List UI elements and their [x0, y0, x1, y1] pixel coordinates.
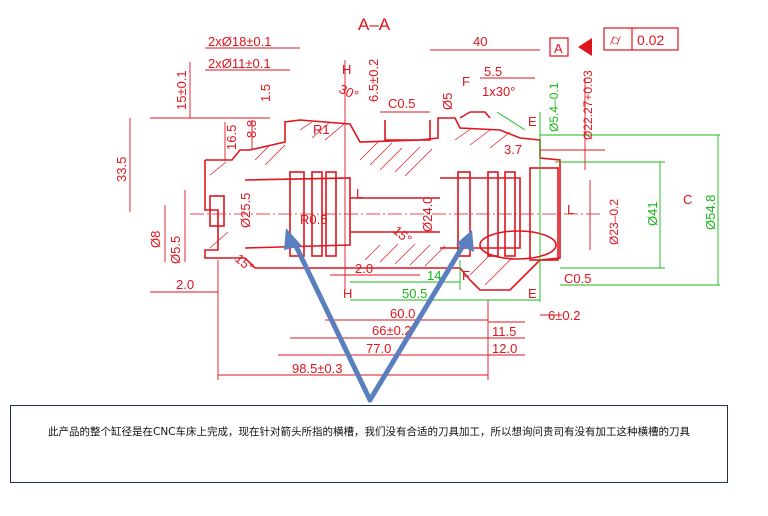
datum-label: A — [554, 41, 563, 56]
section-title: A–A — [358, 15, 391, 34]
label-d25-5: Ø25.5 — [238, 193, 253, 228]
label-8-8: 8.8 — [244, 120, 259, 138]
label-40: 40 — [473, 34, 487, 49]
dimension-labels-green: Ø5.4–0.1 Ø41 Ø54.8 14 50.5 — [402, 82, 718, 301]
label-98-5: 98.5±0.3 — [292, 361, 343, 376]
tolerance-frame — [603, 27, 679, 51]
pointer-arrows — [284, 228, 474, 403]
label-c0-5-bottom: C0.5 — [564, 271, 591, 286]
label-14: 14 — [427, 268, 441, 283]
section-hatching — [209, 121, 513, 286]
label-15deg-left: 15° — [232, 251, 257, 275]
label-12: 12.0 — [492, 341, 517, 356]
label-11-5: 11.5 — [492, 324, 516, 339]
dimension-lines-red — [129, 47, 605, 380]
label-60: 60.0 — [390, 306, 415, 321]
label-30deg: 30° — [337, 81, 361, 103]
label-f-bottom: F — [462, 268, 470, 283]
label-77: 77.0 — [366, 341, 391, 356]
label-l-left: L — [356, 186, 363, 201]
label-d8: Ø8 — [148, 231, 163, 248]
label-e-bottom: E — [528, 286, 537, 301]
label-1-5: 1.5 — [258, 84, 273, 102]
label-16-5: 16.5 — [224, 125, 239, 150]
label-d23: Ø23–0.2 — [607, 199, 621, 245]
label-15deg-center: 15° — [390, 223, 415, 247]
label-d54-8: Ø54.8 — [703, 195, 718, 230]
label-d5-5: Ø5.5 — [168, 236, 183, 264]
tolerance-symbol-icon: ⌭ — [610, 32, 621, 49]
label-d5-4: Ø5.4–0.1 — [547, 82, 561, 132]
label-6-pm: 6±0.2 — [548, 308, 580, 323]
question-note: 此产品的整个缸径是在CNC车床上完成，现在针对箭头所指的横槽，我们没有合适的刀具… — [10, 405, 728, 483]
arrow-right-head-icon — [456, 230, 474, 252]
label-6-5: 6.5±0.2 — [366, 59, 381, 102]
dimension-labels-red: 2xØ18±0.1 2xØ11±0.1 15±0.1 1.5 H 30° 6.5… — [114, 34, 692, 376]
label-2x-d18: 2xØ18±0.1 — [208, 34, 272, 49]
label-d5: Ø5 — [440, 93, 455, 110]
label-15: 15±0.1 — [174, 70, 189, 110]
tolerance-value: 0.02 — [637, 32, 664, 48]
label-3-7: 3.7 — [504, 142, 522, 157]
label-h-bottom: H — [343, 286, 352, 301]
datum-triangle-icon — [578, 38, 592, 56]
label-e-top: E — [528, 114, 537, 129]
label-r0-5: R0.5 — [300, 212, 327, 227]
label-d24: Ø24.0 — [420, 197, 435, 232]
label-d22-27: Ø22.27+0.03 — [581, 70, 595, 140]
label-f-top: F — [462, 74, 470, 89]
datum-box — [549, 37, 569, 57]
label-d41: Ø41 — [645, 201, 660, 226]
label-c0-5-top: C0.5 — [388, 96, 415, 111]
label-2-0-left: 2.0 — [176, 277, 194, 292]
label-l-right: L — [567, 202, 574, 217]
label-1x30: 1x30° — [482, 84, 515, 99]
dimension-lines-green — [350, 111, 720, 302]
label-33-5: 33.5 — [114, 157, 129, 182]
label-h-top: H — [342, 62, 351, 77]
label-2-0-mid: 2.0 — [355, 261, 373, 276]
label-66: 66±0.2 — [372, 323, 412, 338]
label-5-5: 5.5 — [484, 64, 502, 79]
arrow-left-head-icon — [284, 228, 302, 250]
label-r1: R1 — [313, 122, 330, 137]
label-c: C — [683, 192, 692, 207]
label-2x-d11: 2xØ11±0.1 — [208, 56, 271, 71]
label-50-5: 50.5 — [402, 286, 427, 301]
